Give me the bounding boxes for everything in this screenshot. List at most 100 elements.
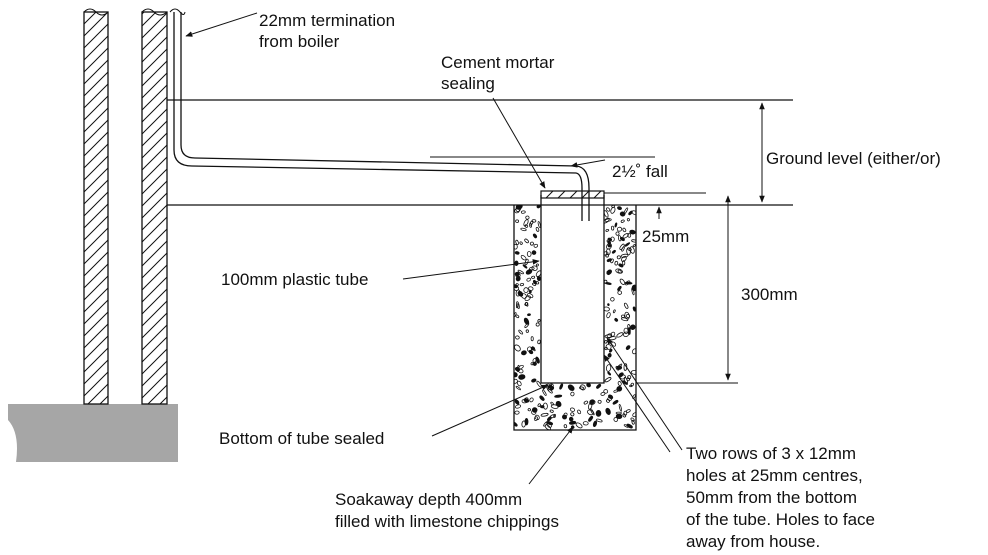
chipping [526,293,534,299]
chipping [514,399,520,405]
label-termination-1: 22mm termination [259,11,395,30]
chipping [563,412,568,417]
chipping [526,277,531,282]
chipping [523,287,529,293]
chipping [524,397,529,401]
chipping [531,409,537,415]
chipping [525,215,530,220]
chipping [617,285,622,291]
chipping [563,424,568,429]
chipping [613,389,619,393]
chipping [611,341,617,347]
chipping [530,336,534,342]
chipping [526,346,533,352]
chipping [516,301,520,309]
chipping [535,226,540,232]
label-holes-1: Two rows of 3 x 12mm [686,444,856,463]
chipping [615,268,623,274]
chipping [520,293,527,299]
chipping [531,378,537,383]
chipping [548,383,554,388]
soakaway-leader [528,426,574,485]
label-bottom-sealed: Bottom of tube sealed [219,429,384,448]
pipe-break-mark [169,8,186,15]
chipping [600,391,606,396]
chipping [595,410,602,417]
chipping [623,331,629,337]
chipping [554,394,563,398]
chipping [515,219,519,223]
chipping [515,289,521,297]
wall-outer-leaf [83,11,109,405]
chipping [616,386,623,392]
chipping [605,282,612,285]
chipping [607,303,610,306]
chipping [515,303,519,309]
chipping [516,380,522,387]
chipping [621,380,628,385]
chipping [534,414,540,421]
chipping [515,385,521,391]
chipping [518,374,526,380]
chipping [624,302,629,309]
chipping [606,399,610,403]
chipping [514,372,518,378]
chipping [610,331,616,337]
label-soakaway-1: Soakaway depth 400mm [335,490,522,509]
chipping [514,344,521,352]
chipping [589,399,595,405]
fall-leader [570,159,606,168]
chipping [521,350,527,356]
chipping [612,399,619,405]
chipping [604,377,612,383]
soakaway-outline [513,205,637,431]
chipping [616,255,621,260]
chipping [612,309,616,314]
chipping [522,264,528,269]
chipping [611,205,615,208]
limestone-chippings [514,205,636,430]
chipping [611,249,616,254]
chipping [615,411,622,415]
chipping [543,421,548,427]
chipping [514,251,520,255]
chipping [520,210,526,214]
chipping [630,324,636,330]
chipping [531,219,537,223]
chipping [575,422,583,429]
chipping [626,423,633,429]
chipping [553,413,556,418]
chipping [596,383,602,389]
ground-slab [8,404,178,462]
chipping [614,260,619,266]
label-dim-300: 300mm [741,285,798,304]
chipping [620,253,629,258]
chipping [517,269,524,275]
chipping [550,404,559,409]
label-fall: 2½˚ fall [612,162,668,181]
chipping [567,384,575,391]
chipping [610,225,615,231]
chipping [615,231,620,236]
chipping [529,222,533,228]
chipping [616,363,623,369]
label-mortar-1: Cement mortar [441,53,555,72]
bottom-sealed-leader [431,384,549,437]
chipping [536,380,542,388]
chipping [527,313,531,317]
chipping [618,404,622,412]
chipping [527,408,531,412]
plastic-tube-leader [402,259,540,280]
holes-leader-2 [603,354,671,453]
chipping [619,211,626,217]
chipping [539,395,545,401]
chipping [525,329,529,333]
chipping [629,384,633,388]
chipping [529,397,534,403]
chipping [569,420,577,425]
label-plastic-tube: 100mm plastic tube [221,270,368,289]
chipping [607,353,612,358]
chipping [607,244,612,248]
chipping [618,263,624,268]
chipping [515,283,519,287]
